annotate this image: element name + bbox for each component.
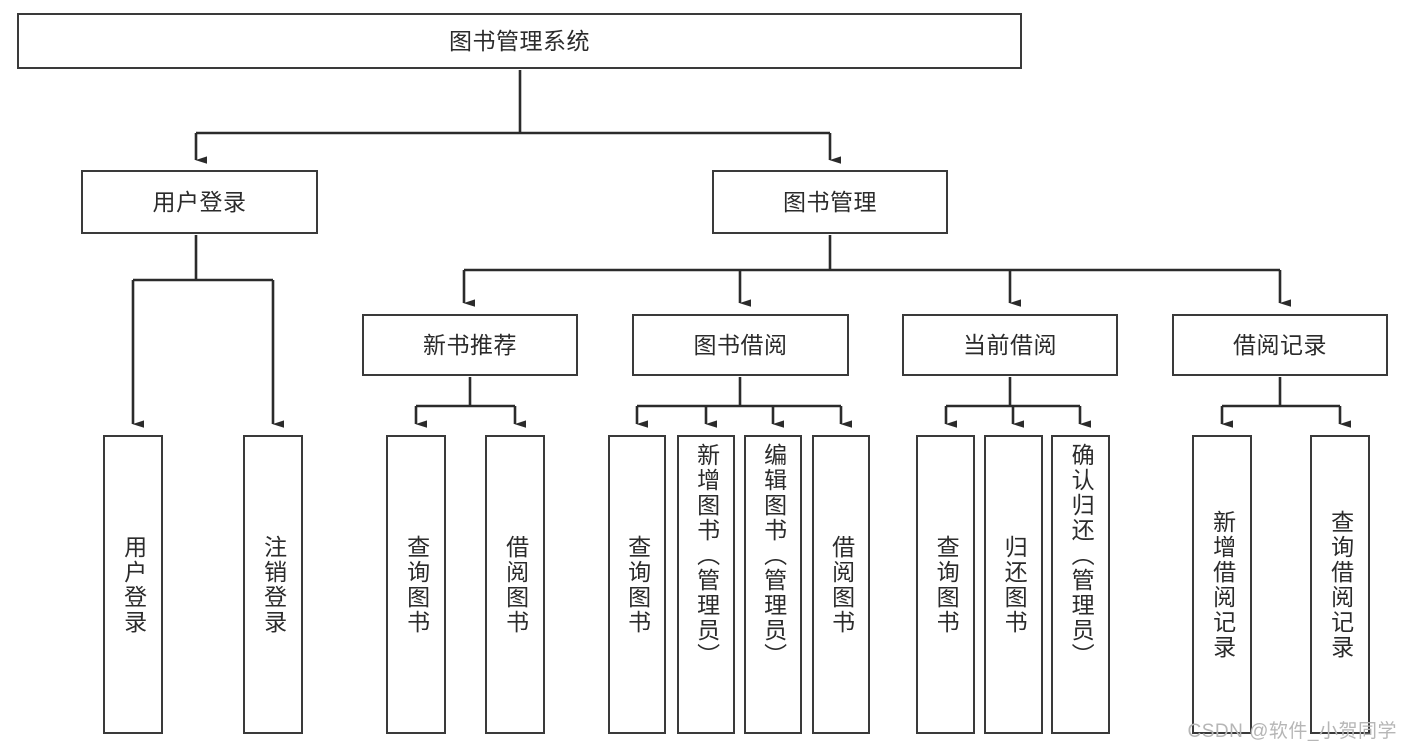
node-current-borrow[interactable]: 当前借阅 <box>902 314 1118 376</box>
leaf-borrow-book-recommend[interactable]: 借阅图书 <box>485 435 545 734</box>
node-label: 用户登录 <box>152 188 247 215</box>
node-label: 编辑图书（管理员） <box>760 443 787 668</box>
leaf-query-book-borrow[interactable]: 查询图书 <box>608 435 666 734</box>
node-label: 查询图书 <box>933 534 960 635</box>
node-label: 新书推荐 <box>423 331 517 358</box>
node-label: 查询图书 <box>624 534 651 635</box>
node-label: 新增图书（管理员） <box>693 443 720 668</box>
node-new-book-recommend[interactable]: 新书推荐 <box>362 314 578 376</box>
leaf-add-book[interactable]: 新增图书（管理员） <box>677 435 735 734</box>
leaf-edit-book[interactable]: 编辑图书（管理员） <box>744 435 802 734</box>
node-root-system[interactable]: 图书管理系统 <box>17 13 1022 69</box>
node-label: 注销登录 <box>260 534 287 635</box>
leaf-return-book[interactable]: 归还图书 <box>984 435 1043 734</box>
node-borrow-record[interactable]: 借阅记录 <box>1172 314 1388 376</box>
node-user-login[interactable]: 用户登录 <box>81 170 318 234</box>
node-book-management[interactable]: 图书管理 <box>712 170 948 234</box>
node-label: 图书管理系统 <box>449 27 590 54</box>
node-label: 当前借阅 <box>963 331 1057 358</box>
node-label: 借阅图书 <box>502 534 529 635</box>
node-label: 新增借阅记录 <box>1209 509 1236 660</box>
node-label: 图书管理 <box>783 188 877 215</box>
leaf-query-book-current[interactable]: 查询图书 <box>916 435 975 734</box>
node-label: 图书借阅 <box>693 331 788 358</box>
node-label: 确认归还（管理员） <box>1068 443 1095 668</box>
node-label: 查询借阅记录 <box>1327 509 1354 660</box>
leaf-user-logout[interactable]: 注销登录 <box>243 435 303 734</box>
node-label: 归还图书 <box>1001 534 1028 635</box>
node-label: 借阅图书 <box>828 534 855 635</box>
node-label: 借阅记录 <box>1233 331 1327 358</box>
leaf-user-login[interactable]: 用户登录 <box>103 435 163 734</box>
leaf-borrow-book-borrow[interactable]: 借阅图书 <box>812 435 870 734</box>
node-book-borrow[interactable]: 图书借阅 <box>632 314 849 376</box>
leaf-confirm-return[interactable]: 确认归还（管理员） <box>1051 435 1110 734</box>
leaf-query-borrow-record[interactable]: 查询借阅记录 <box>1310 435 1370 734</box>
leaf-query-book-recommend[interactable]: 查询图书 <box>386 435 446 734</box>
csdn-watermark: CSDN @软件_小贺同学 <box>1187 721 1397 742</box>
node-label: 用户登录 <box>120 534 147 635</box>
node-label: 查询图书 <box>403 534 430 635</box>
leaf-add-borrow-record[interactable]: 新增借阅记录 <box>1192 435 1252 734</box>
